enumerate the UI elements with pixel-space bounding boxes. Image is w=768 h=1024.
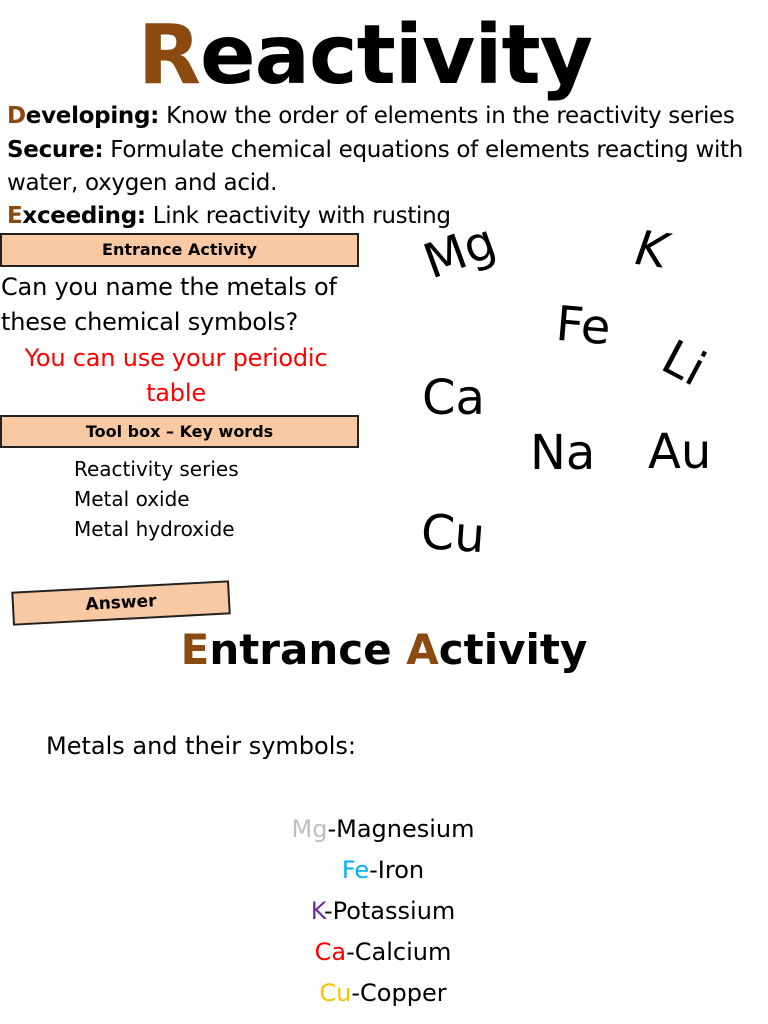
keyword-item: Metal oxide — [74, 487, 190, 511]
objective-text: water, oxygen and acid. — [7, 170, 278, 196]
metal-symbol: Cu — [319, 979, 352, 1007]
title-first-letter: R — [137, 8, 201, 103]
symbol-k: K — [632, 220, 672, 280]
metal-name: -Copper — [351, 979, 447, 1007]
objective-text: Link reactivity with rusting — [145, 203, 451, 229]
metal-name: -Potassium — [323, 897, 456, 925]
metal-name: -Magnesium — [327, 815, 475, 843]
objective-label: eveloping: — [25, 103, 160, 129]
metal-symbol: Fe — [341, 856, 370, 884]
objective-label: Secure: — [7, 137, 104, 163]
page-title: Reactivity — [0, 6, 730, 106]
answer-box: Answer — [11, 580, 231, 626]
keyword-item: Metal hydroxide — [74, 517, 235, 541]
metal-item: Ca-Calcium — [0, 934, 766, 970]
objective-initial: D — [7, 103, 26, 129]
symbol-ca: Ca — [422, 370, 485, 426]
objective-text: Know the order of elements in the reacti… — [159, 103, 735, 129]
symbol-li: Li — [652, 329, 715, 398]
hint-line-1: You can use your periodic — [24, 344, 328, 372]
title-rest: eactivity — [200, 8, 593, 103]
metal-name: -Iron — [369, 856, 425, 884]
objective-developing: Developing: Know the order of elements i… — [7, 101, 735, 131]
objective-exceeding: Exceeding: Link reactivity with rusting — [7, 201, 451, 231]
metal-item: Mg-Magnesium — [0, 811, 766, 847]
question-line-2: these chemical symbols? — [1, 308, 299, 336]
symbol-fe: Fe — [553, 295, 613, 357]
question-line-1: Can you name the metals of — [1, 273, 337, 301]
symbol-cu: Cu — [419, 503, 487, 565]
objective-initial: E — [7, 203, 23, 229]
objective-secure-continued: water, oxygen and acid. — [7, 168, 277, 198]
hint-line-2: table — [146, 379, 206, 407]
symbol-na: Na — [530, 425, 596, 481]
metals-heading: Metals and their symbols: — [46, 732, 356, 760]
metal-symbol: Ca — [314, 938, 347, 966]
title-initial-a: A — [406, 625, 439, 674]
objective-label: xceeding: — [22, 203, 146, 229]
metal-item: Fe-Iron — [0, 852, 766, 888]
objective-text: Formulate chemical equations of elements… — [103, 137, 744, 163]
metal-name: -Calcium — [346, 938, 452, 966]
entrance-activity-box: Entrance Activity — [0, 233, 359, 267]
objective-secure: Secure: Formulate chemical equations of … — [7, 135, 743, 165]
symbol-au: Au — [648, 424, 712, 480]
metal-item: Cu-Copper — [0, 975, 766, 1011]
metal-symbol: K — [310, 897, 324, 925]
title-part: ctivity — [438, 625, 588, 674]
metal-symbol: Mg — [291, 815, 328, 843]
title-initial-e: E — [180, 625, 210, 674]
answer-section-title: Entrance Activity — [0, 620, 768, 680]
toolbox-keywords-box: Tool box – Key words — [0, 415, 359, 448]
title-part: ntrance — [209, 625, 407, 674]
keyword-item: Reactivity series — [74, 457, 239, 481]
metal-item: K-Potassium — [0, 893, 766, 929]
